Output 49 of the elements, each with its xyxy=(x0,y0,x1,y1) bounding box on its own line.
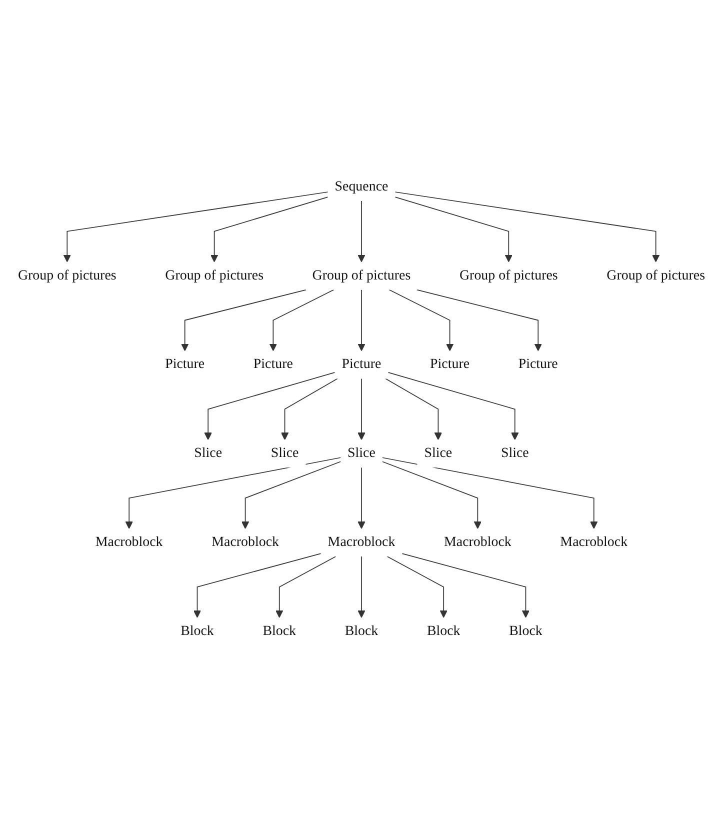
node-text: Macroblock xyxy=(212,534,279,550)
arrow xyxy=(358,289,366,351)
arrow xyxy=(358,200,366,262)
node-text: Slice xyxy=(194,446,222,460)
node-text: Picture xyxy=(430,356,470,372)
arrow xyxy=(388,372,519,440)
arrow xyxy=(394,196,512,262)
node-text: Slice xyxy=(348,446,376,460)
node-text: Group of pictures xyxy=(459,268,558,283)
node-text: Picture xyxy=(165,356,205,372)
arrow xyxy=(382,461,482,529)
arrow xyxy=(181,289,307,351)
arrow xyxy=(276,556,336,618)
arrow xyxy=(358,466,366,529)
arrow xyxy=(382,457,598,529)
node-text: Picture xyxy=(342,356,382,372)
node-text: Group of pictures xyxy=(18,268,116,283)
node-text: Sequence xyxy=(334,178,388,194)
node-text: Block xyxy=(262,623,296,638)
node-text: Block xyxy=(509,623,542,638)
arrow xyxy=(394,191,660,262)
arrow xyxy=(416,289,542,351)
arrow xyxy=(241,461,342,529)
arrow xyxy=(63,191,328,262)
node-text: Picture xyxy=(518,356,558,372)
arrow xyxy=(193,552,322,618)
node-text: Slice xyxy=(500,446,529,460)
node-text: Group of pictures xyxy=(165,268,264,283)
arrow xyxy=(358,378,366,440)
arrow xyxy=(204,372,336,440)
node-text: Block xyxy=(426,623,460,638)
node-text: Macroblock xyxy=(328,534,396,550)
arrow xyxy=(269,289,334,351)
node-text: Macroblock xyxy=(560,534,628,550)
node-text: Macroblock xyxy=(95,534,163,550)
arrow xyxy=(210,196,328,262)
node-text: Block xyxy=(344,623,378,638)
node-text: Picture xyxy=(253,356,293,372)
arrow xyxy=(388,289,454,351)
arrow xyxy=(358,556,366,618)
node-text: Macroblock xyxy=(444,534,512,550)
arrow xyxy=(385,378,442,440)
arrow xyxy=(280,378,338,440)
arrow xyxy=(125,457,342,529)
node-text: Block xyxy=(180,623,214,638)
node-text: Group of pictures xyxy=(606,268,706,283)
arrow xyxy=(402,552,530,618)
arrow xyxy=(386,556,448,618)
node-text: Group of pictures xyxy=(312,268,411,283)
